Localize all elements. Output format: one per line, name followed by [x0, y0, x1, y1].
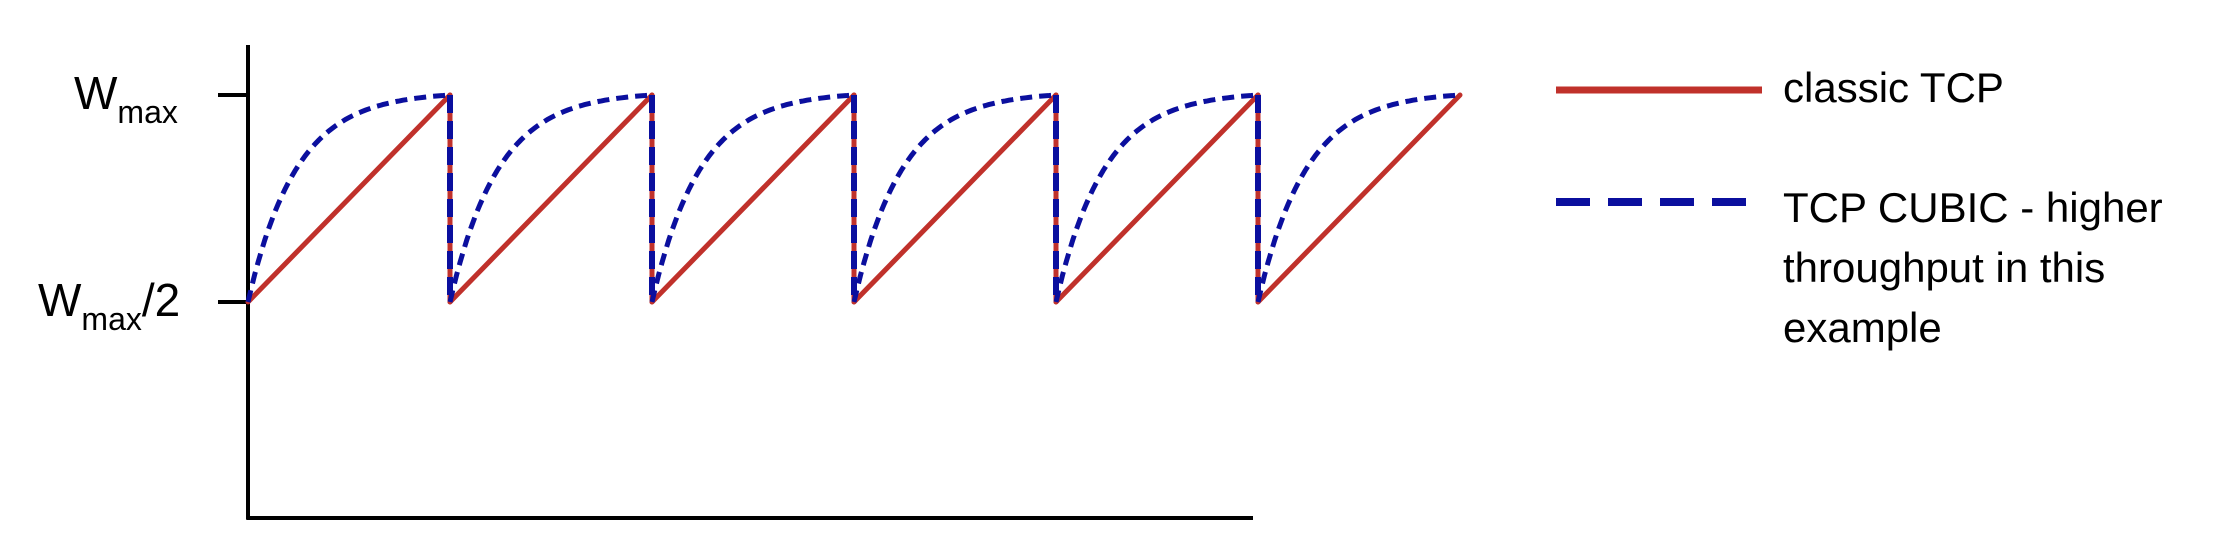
classic-tcp-rise: [649, 92, 857, 305]
classic-tcp-rise: [1255, 92, 1463, 305]
y-tick-label: Wmax: [74, 67, 178, 130]
tcp-cubic-rise: [851, 92, 1057, 303]
tcp-cubic-rise: [447, 92, 653, 303]
tcp-cubic-rise: [245, 92, 451, 303]
chart-axes: [246, 45, 1253, 520]
series-layer: [245, 92, 1463, 305]
tcp-cubic-rise: [1053, 92, 1259, 303]
classic-tcp-rise: [1053, 92, 1261, 305]
y-tick-label: Wmax/2: [38, 274, 180, 337]
classic-tcp-rise: [851, 92, 1059, 305]
legend-label-classic-tcp: classic TCP: [1783, 64, 2004, 111]
classic-tcp-rise: [447, 92, 655, 305]
classic-tcp-rise: [245, 92, 453, 305]
tcp-cubic-rise: [1255, 92, 1461, 303]
tcp-cubic-rise: [649, 92, 855, 303]
